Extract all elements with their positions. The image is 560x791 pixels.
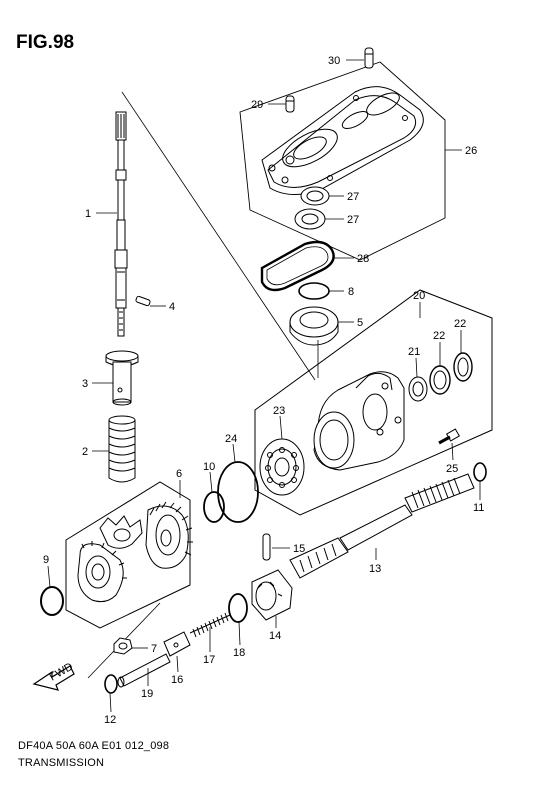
callout-1: 1 — [85, 208, 91, 220]
bevel-gear-6 — [77, 501, 193, 603]
callout-21: 21 — [408, 346, 420, 358]
callout-27-lower: 27 — [347, 214, 359, 226]
leader-lines — [47, 59, 481, 713]
drive-shaft-1 — [114, 111, 128, 337]
seal-27-upper — [300, 186, 330, 206]
pin-30 — [364, 47, 374, 69]
spring-clip-18 — [228, 593, 248, 623]
callout-10: 10 — [203, 461, 215, 473]
fwd-arrow-icon — [32, 665, 75, 691]
seal-27-lower — [294, 208, 326, 230]
gasket-28 — [260, 240, 335, 292]
plate-26 — [261, 86, 424, 195]
callout-27-upper: 27 — [347, 191, 359, 203]
figure-name: TRANSMISSION — [18, 757, 105, 769]
washer-12 — [104, 674, 118, 694]
callout-8: 8 — [348, 286, 354, 298]
housing-20 — [313, 371, 405, 471]
frame-plate-26 — [239, 61, 446, 261]
callout-5: 5 — [357, 317, 363, 329]
callout-9: 9 — [43, 554, 49, 566]
ring-22-b — [453, 352, 473, 382]
sleeve-3 — [105, 350, 139, 406]
callout-14: 14 — [269, 630, 281, 642]
frame-housing-20 — [254, 289, 493, 516]
figure-title: FIG.98 — [16, 32, 75, 53]
clutch-14 — [251, 569, 293, 621]
callout-12: 12 — [104, 714, 116, 726]
callout-7: 7 — [151, 643, 157, 655]
callout-23: 23 — [273, 405, 285, 417]
callout-4: 4 — [169, 301, 175, 313]
propeller-shaft-13 — [289, 473, 475, 579]
figure-code: DF40A 50A 60A E01 012_098 — [18, 740, 170, 752]
push-rod-16 — [163, 631, 191, 657]
callout-30: 30 — [328, 55, 340, 67]
rod-19 — [117, 653, 171, 688]
bolt-25 — [438, 428, 461, 445]
spring-2 — [108, 415, 136, 483]
callout-11: 11 — [473, 502, 484, 514]
callout-3: 3 — [82, 378, 88, 390]
guide-line-a — [121, 91, 316, 381]
callout-28: 28 — [357, 253, 369, 265]
callout-17: 17 — [203, 654, 215, 666]
callout-22-b: 22 — [454, 318, 466, 330]
callout-labels: 30 29 26 27 27 28 8 5 1 4 3 2 20 22 22 2… — [43, 55, 484, 726]
o-ring-8 — [298, 282, 330, 300]
shim-9 — [40, 586, 64, 616]
callout-25: 25 — [446, 463, 458, 475]
nut-7 — [113, 637, 133, 655]
frame-gear-6 — [65, 481, 191, 629]
o-ring-10 — [203, 491, 225, 523]
callout-15: 15 — [293, 543, 305, 555]
bearing-23 — [259, 438, 305, 496]
callout-2: 2 — [82, 446, 88, 458]
callout-19: 19 — [141, 688, 153, 700]
pin-4 — [135, 295, 151, 307]
o-ring-24 — [217, 461, 259, 523]
bearing-5 — [289, 306, 339, 346]
callout-26: 26 — [465, 145, 477, 157]
callout-6: 6 — [176, 468, 182, 480]
callout-20: 20 — [413, 290, 425, 302]
callout-16: 16 — [171, 674, 183, 686]
callout-18: 18 — [233, 647, 245, 659]
spring-17 — [189, 612, 231, 638]
pin-29 — [285, 95, 295, 113]
snap-ring-11 — [473, 462, 487, 482]
callout-29: 29 — [251, 99, 263, 111]
bushing-21 — [408, 376, 428, 402]
callout-13: 13 — [369, 563, 381, 575]
ring-22-a — [429, 365, 451, 395]
pin-15 — [262, 533, 271, 561]
callout-24: 24 — [225, 433, 237, 445]
callout-22-a: 22 — [433, 330, 445, 342]
